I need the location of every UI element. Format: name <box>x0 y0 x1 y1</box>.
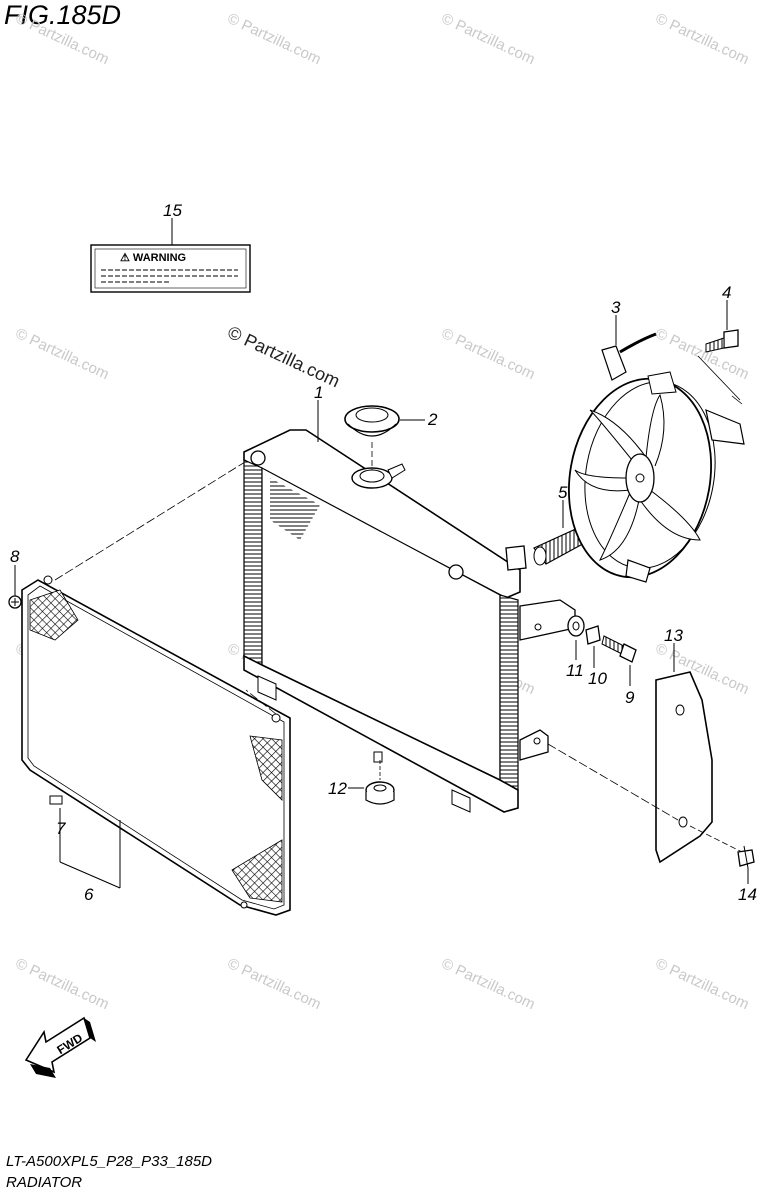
radiator-cap <box>344 405 400 470</box>
model-code: LT-A500XPL5_P28_P33_185D <box>6 1153 213 1170</box>
callout-7: 7 <box>56 819 66 838</box>
side-cover <box>655 671 713 864</box>
cushion <box>567 615 585 637</box>
clip-rivet <box>737 845 755 869</box>
radiator-screen <box>21 575 291 916</box>
callout-9: 9 <box>625 688 635 707</box>
callout-3: 3 <box>611 298 621 317</box>
mount-bolt <box>601 635 637 663</box>
cooling-fan <box>568 332 745 583</box>
callout-10: 10 <box>588 669 607 688</box>
grommet <box>365 760 395 805</box>
callout-15: 15 <box>163 201 182 220</box>
callout-13: 13 <box>664 626 683 645</box>
callout-11: 11 <box>566 661 584 680</box>
callout-12: 12 <box>328 779 347 798</box>
callout-8: 8 <box>10 547 20 566</box>
callout-1: 1 <box>314 383 323 402</box>
fwd-arrow-icon: FWD <box>24 1016 96 1078</box>
callout-14: 14 <box>738 885 757 904</box>
collar <box>585 625 601 645</box>
callout-5: 5 <box>558 483 568 502</box>
figure-title: FIG.185D <box>4 0 122 30</box>
fan-bolt <box>705 329 739 353</box>
warning-label-text: ⚠ WARNING <box>120 252 186 264</box>
warning-label: ⚠ WARNING <box>90 244 251 293</box>
callout-6: 6 <box>84 885 94 904</box>
figure-caption: RADIATOR <box>6 1174 83 1191</box>
radiator <box>243 429 576 813</box>
callout-4: 4 <box>722 283 731 302</box>
screen-screw <box>8 595 22 609</box>
callout-2: 2 <box>427 410 438 429</box>
